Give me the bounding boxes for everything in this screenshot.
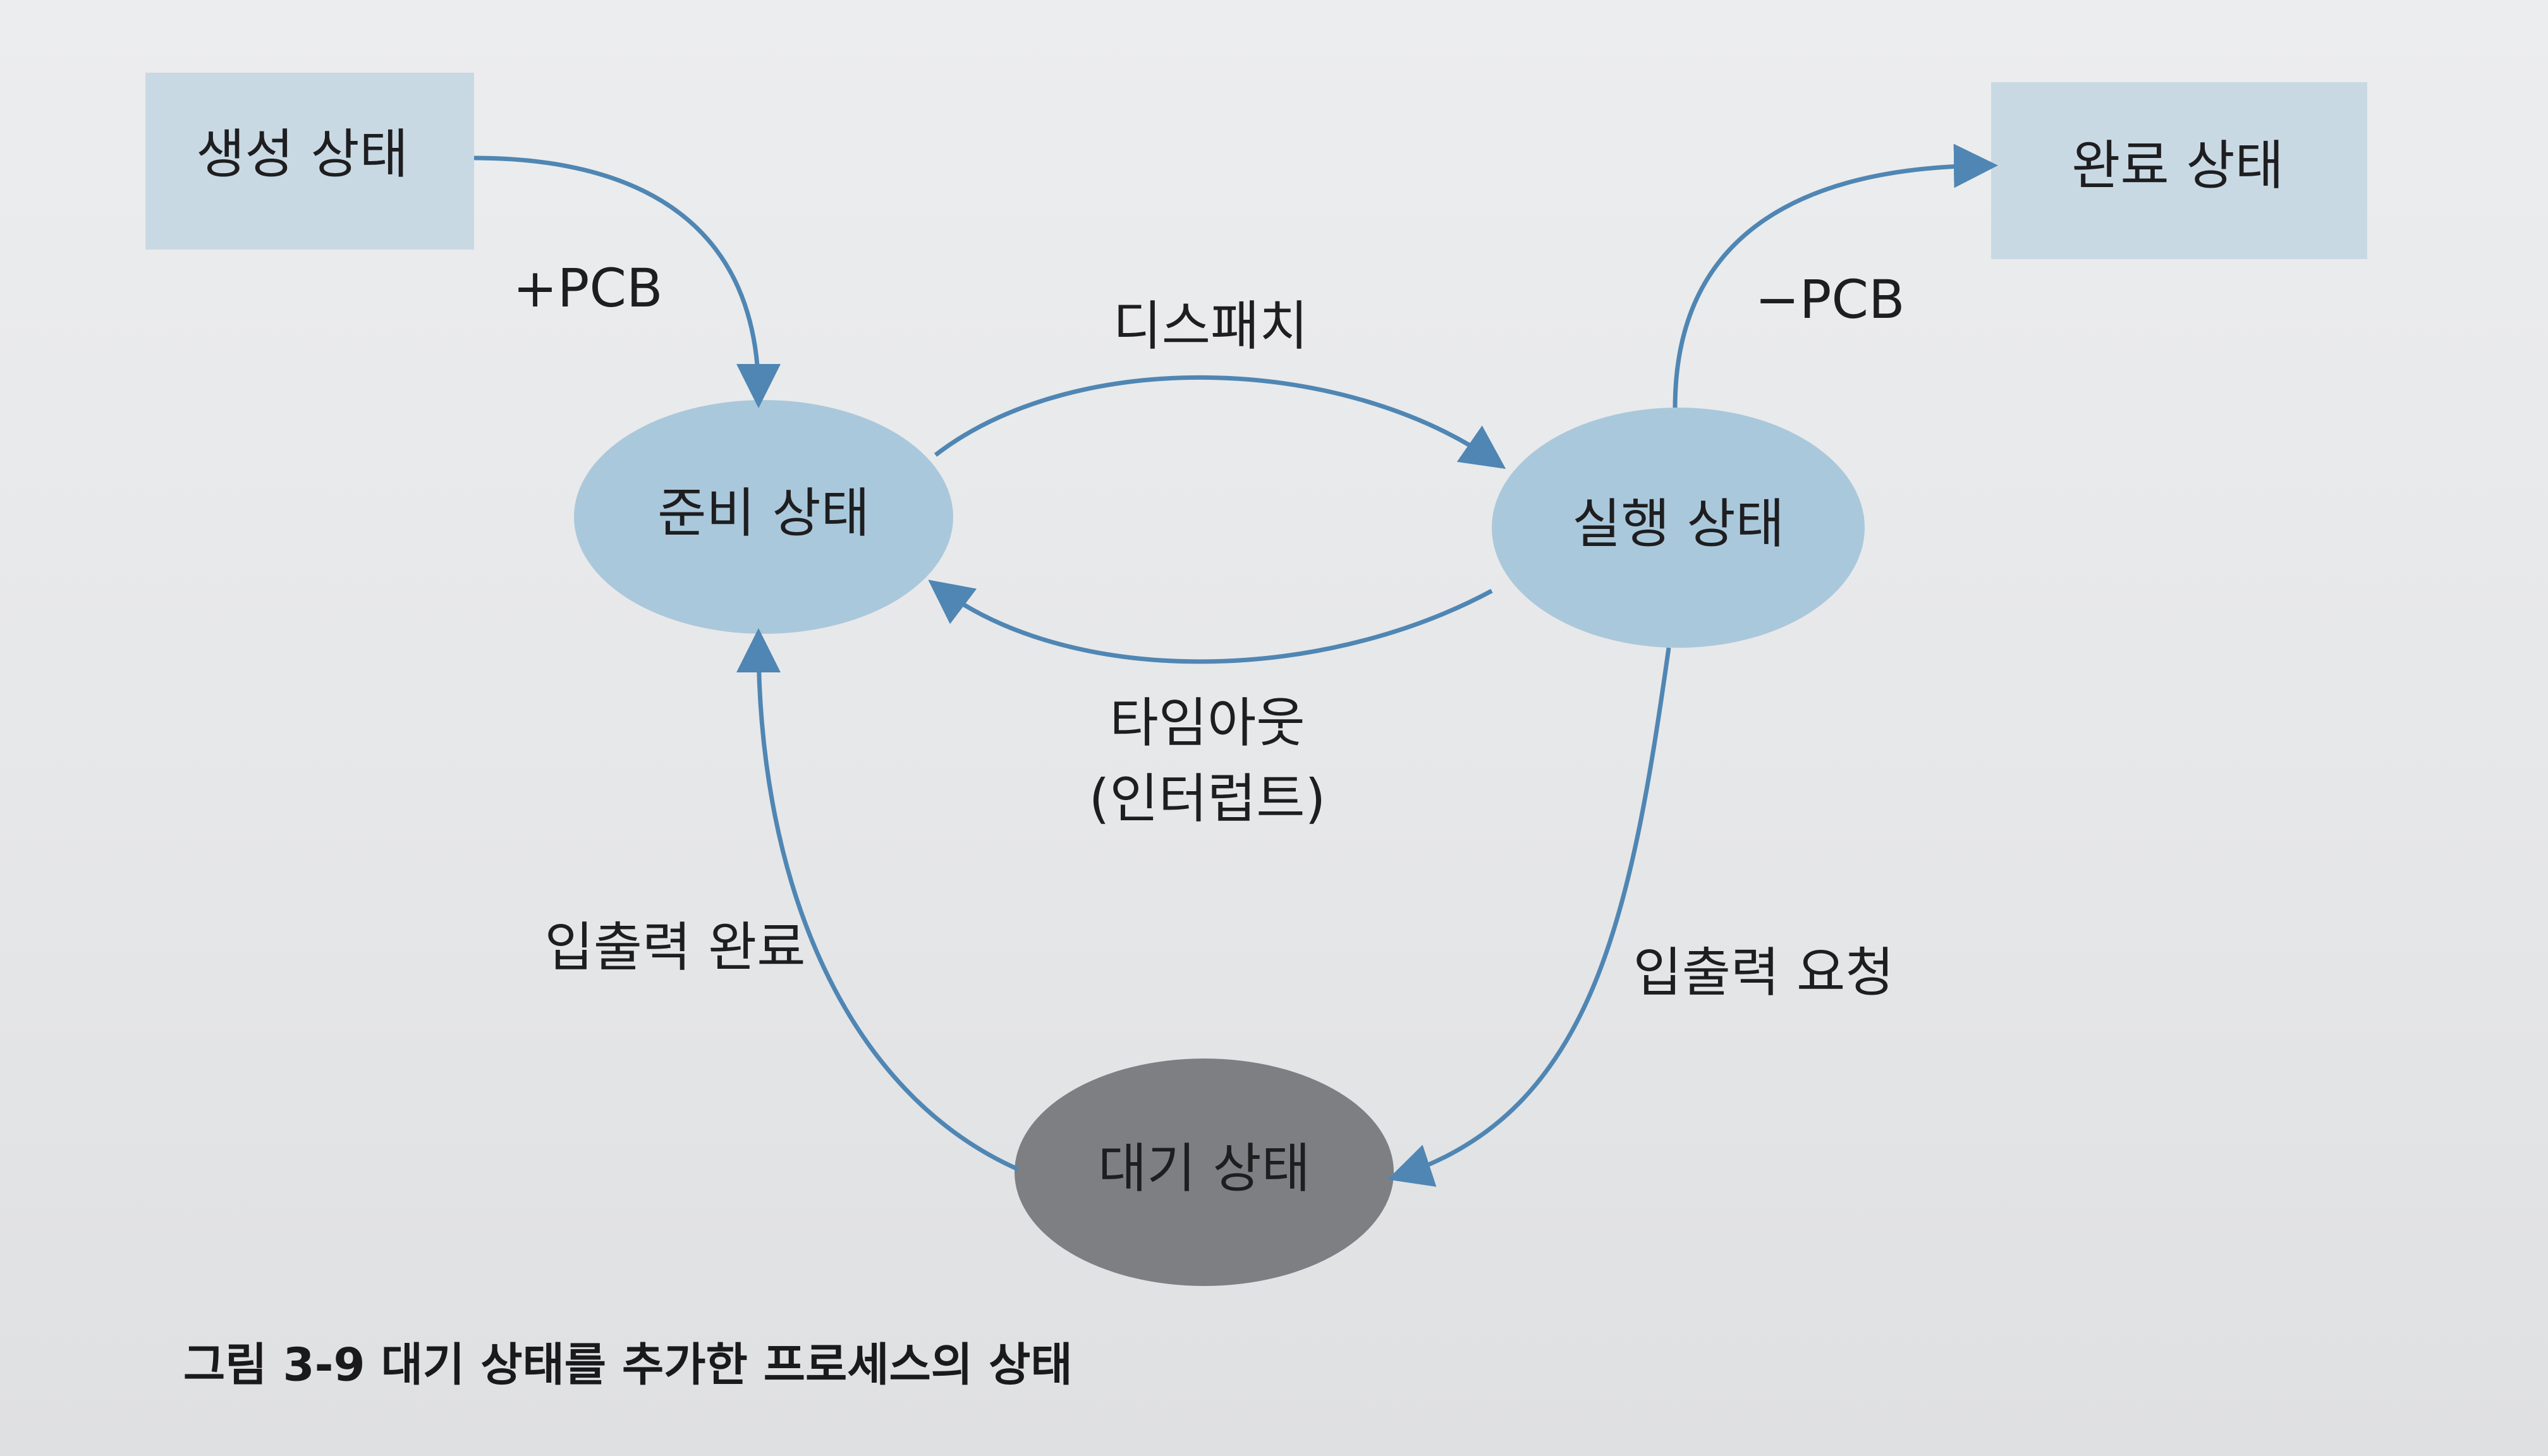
node-ready-label: 준비 상태 [657,482,870,544]
node-running-label: 실행 상태 [1572,493,1784,555]
edge-label-interrupt: (인터럽트) [1089,768,1326,830]
node-created: 생성 상태 [145,73,474,250]
node-running: 실행 상태 [1492,408,1865,648]
node-terminated-box [1991,82,2367,259]
edge-running-to-ready [928,579,1493,664]
node-ready: 준비 상태 [574,400,953,634]
edge-label-io-request: 입출력 요청 [1633,942,1894,1004]
node-waiting-label: 대기 상태 [1098,1138,1310,1199]
node-running-ellipse [1492,408,1865,648]
edge-label-timeout: 타임아웃 [1109,692,1305,754]
edge-waiting-to-ready [736,628,1019,1172]
edge-label-plus-pcb: +PCB [513,257,662,319]
edge-label-dispatch: 디스패치 [1112,295,1308,357]
edge-created-to-ready [473,155,781,408]
edge-label-minus-pcb: −PCB [1755,269,1905,331]
node-terminated-label: 완료 상태 [2071,135,2284,197]
node-waiting: 대기 상태 [1015,1059,1394,1286]
edge-running-to-terminated [1673,143,1998,408]
node-created-label: 생성 상태 [196,123,408,185]
edge-label-io-complete: 입출력 완료 [544,916,805,978]
figure-caption: 그림 3-9 대기 상태를 추가한 프로세스의 상태 [183,1338,1073,1392]
edge-ready-to-running [934,375,1506,469]
node-terminated: 완료 상태 [1991,82,2367,259]
edge-running-to-waiting [1387,647,1671,1187]
node-waiting-ellipse [1015,1059,1394,1286]
node-created-box [145,73,474,250]
node-ready-ellipse [574,400,953,634]
